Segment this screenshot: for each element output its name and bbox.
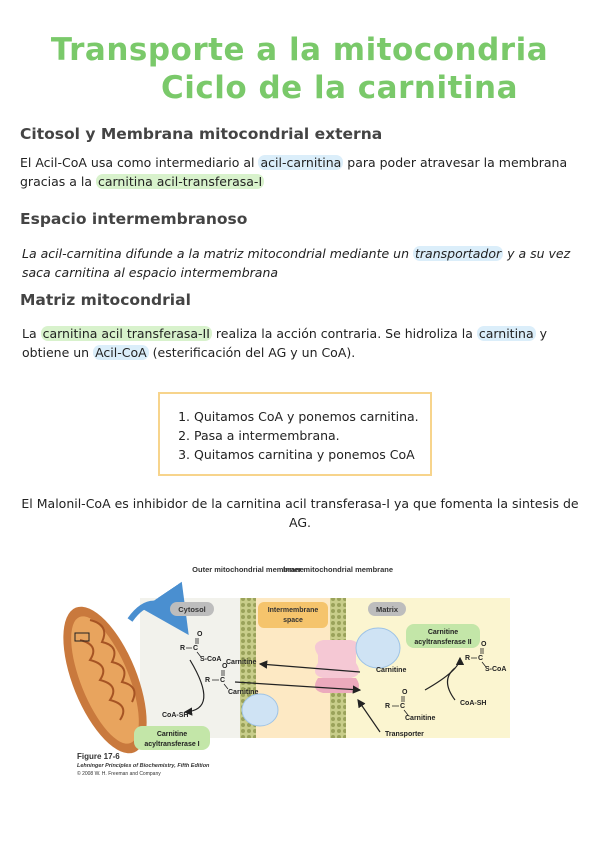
cat1-reaction-arrow: [183, 659, 205, 716]
heading-matrix: Matriz mitocondrial: [20, 291, 191, 309]
matrix-acylcarnitine-bonds: [392, 696, 409, 716]
matrix-acyl-coa-r: R: [465, 655, 470, 662]
cat2-tag: [406, 624, 480, 648]
intermembrane-tag: [258, 602, 328, 628]
page-title-line2: Ciclo de la carnitina: [160, 70, 519, 106]
page-title-line1: Transporte a la mitocondria: [50, 32, 549, 68]
carnitine-shuttle-figure: Outer mitochondrial membrane Inner mitoc…: [63, 565, 510, 754]
steps-box: Quitamos CoA y ponemos carnitina. Pasa a…: [158, 392, 432, 476]
intermembrane-label-1: Intermembrane: [268, 607, 319, 614]
carnitine-matrix-1: Carnitine: [376, 667, 406, 674]
cat1-tag: [134, 726, 210, 750]
carnitine-matrix-2: Carnitine: [405, 715, 435, 722]
acylcarnitine-c: C: [220, 677, 225, 684]
acyl-coa-bonds: [186, 638, 202, 658]
outer-membrane-label: Outer mitochondrial membrane: [192, 565, 304, 574]
matrix-scoa: S-CoA: [485, 666, 506, 673]
acylcarnitine-label: Carnitine: [228, 689, 258, 696]
intermembrane-label-2: space: [283, 617, 303, 624]
paragraph-intermembrane: La acil-carnitina difunde a la matriz mi…: [22, 246, 571, 280]
mitochondrion-icon: [63, 606, 147, 754]
cat2-label-1: Carnitine: [428, 629, 458, 636]
acyl-coa-r: R: [180, 645, 185, 652]
matrix-label: Matrix: [376, 605, 399, 614]
step-item: Quitamos carnitina y ponemos CoA: [194, 445, 430, 464]
coash-cytosol: CoA-SH: [162, 712, 188, 719]
matrix-acyl-coa-o: O: [481, 641, 487, 648]
acyl-coa-o: O: [197, 631, 203, 638]
acyl-coa-scoa: S-CoA: [200, 656, 221, 663]
inner-membrane-label: Inner mitochondrial membrane: [283, 565, 393, 574]
matrix-acylcarnitine-o: O: [402, 689, 408, 696]
coash-arrow: [446, 667, 456, 701]
figure-caption-number: Figure 17-6: [77, 752, 120, 761]
acylcarnitine-bonds: [212, 670, 229, 690]
cat2-enzyme: [355, 627, 401, 669]
cytosol-tag: [170, 602, 214, 616]
cat1-label-2: acyltransferase I: [144, 741, 199, 748]
acyl-coa-c: C: [193, 645, 198, 652]
paragraph-cytosol: El Acil-CoA usa como intermediario al ac…: [20, 155, 568, 189]
figure-caption-book: Lehninger Principles of Biochemistry, Fi…: [77, 763, 210, 769]
coash-matrix: CoA-SH: [460, 700, 486, 707]
cat2-label-2: acyltransferase II: [414, 639, 471, 646]
matrix-acyl-coa-bonds: [471, 648, 487, 668]
cat1-enzyme: [241, 693, 279, 727]
zoom-arrow: [127, 581, 189, 635]
step-item: Pasa a intermembrana.: [194, 426, 430, 445]
matrix-acylcarnitine-r: R: [385, 703, 390, 710]
transporter-pointer: [357, 699, 381, 733]
matrix-tag: [368, 602, 406, 616]
matrix-acylcarnitine-c: C: [400, 703, 405, 710]
cytosol-label: Cytosol: [178, 605, 206, 614]
transporter-label: Transporter: [385, 731, 424, 738]
carnitine-return-arrow: [258, 660, 361, 673]
matrix-panel: [345, 598, 510, 738]
acylcarnitine-o: O: [222, 663, 228, 670]
figure-caption-copyright: © 2008 W. H. Freeman and Company: [77, 771, 161, 777]
matrix-acyl-coa-c: C: [478, 655, 483, 662]
paragraph-matrix: La carnitina acil transferasa-II realiza…: [22, 326, 548, 360]
step-item: Quitamos CoA y ponemos carnitina.: [194, 407, 430, 426]
carnitine-cytosol: Carnitine: [226, 659, 256, 666]
transporter-protein: [314, 640, 360, 693]
heading-cytosol: Citosol y Membrana mitocondrial externa: [20, 125, 383, 143]
steps-list: Quitamos CoA y ponemos carnitina. Pasa a…: [160, 407, 430, 464]
malonyl-note: El Malonil-CoA es inhibidor de la carnit…: [21, 496, 579, 530]
heading-intermembrane: Espacio intermembranoso: [20, 210, 248, 228]
acylcarnitine-transport-arrow: [234, 681, 362, 694]
cat1-label-1: Carnitine: [157, 731, 187, 738]
acylcarnitine-r: R: [205, 677, 210, 684]
